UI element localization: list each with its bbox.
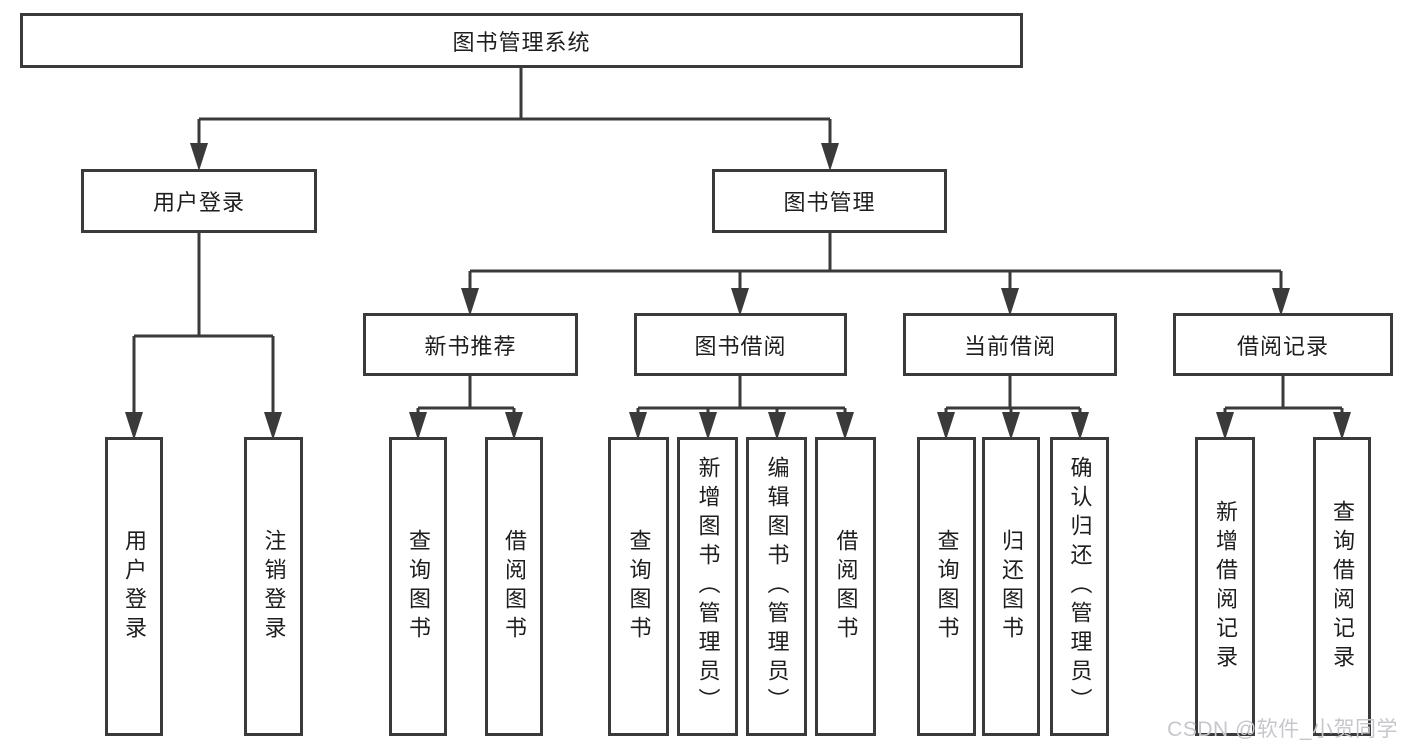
connector-borrowing-records [1223, 376, 1344, 414]
node-new-book-recommend-label: 新书推荐 [424, 333, 517, 359]
connector-book-borrowing [636, 376, 847, 414]
leaf-logout: 注销登录 [244, 437, 303, 736]
leaf-query-books-borrowing-label: 查询图书 [626, 528, 652, 645]
arrow-icon [1216, 412, 1234, 440]
leaf-add-borrow-record: 新增借阅记录 [1195, 437, 1255, 736]
connector-book-management [468, 233, 1283, 290]
leaf-query-books-borrowing: 查询图书 [608, 437, 669, 736]
arrow-icon [1272, 288, 1290, 316]
leaf-logout-label: 注销登录 [261, 528, 287, 645]
watermark: CSDN @软件_小贺同学 [1167, 718, 1398, 741]
leaf-borrow-books-recommend: 借阅图书 [485, 437, 543, 736]
connector-user-login [132, 233, 275, 414]
leaf-query-borrow-record-label: 查询借阅记录 [1330, 499, 1355, 674]
node-new-book-recommend: 新书推荐 [363, 313, 578, 376]
leaf-confirm-return-admin-label: 确认归还（管理员） [1067, 456, 1093, 717]
arrow-icon [461, 288, 479, 316]
arrow-icon [409, 412, 427, 440]
node-book-management-label: 图书管理 [783, 190, 876, 215]
node-user-login-label: 用户登录 [152, 190, 245, 215]
leaf-query-books-current: 查询图书 [917, 437, 976, 736]
arrow-icon [821, 143, 839, 171]
leaf-add-book-admin: 新增图书（管理员） [677, 437, 738, 736]
node-user-login: 用户登录 [81, 169, 317, 233]
connector-current-borrowing [944, 376, 1082, 414]
node-current-borrowing: 当前借阅 [903, 313, 1117, 376]
arrow-icon [768, 412, 786, 440]
node-current-borrowing-label: 当前借阅 [963, 333, 1056, 359]
arrow-icon [1001, 288, 1019, 316]
arrow-icon [836, 412, 854, 440]
arrow-icon [1333, 412, 1351, 440]
leaf-add-borrow-record-label: 新增借阅记录 [1213, 499, 1238, 674]
leaf-query-books-current-label: 查询图书 [934, 528, 960, 645]
node-book-borrowing-label: 图书借阅 [694, 333, 787, 359]
arrow-icon [264, 412, 282, 440]
leaf-add-book-admin-label: 新增图书（管理员） [695, 456, 721, 717]
leaf-return-books-label: 归还图书 [999, 528, 1024, 645]
leaf-borrow-books-borrowing-label: 借阅图书 [833, 528, 859, 645]
arrow-icon [125, 412, 143, 440]
leaf-borrow-books-recommend-label: 借阅图书 [502, 528, 527, 645]
node-root: 图书管理系统 [20, 13, 1023, 68]
arrow-icon [629, 412, 647, 440]
leaf-query-borrow-record: 查询借阅记录 [1313, 437, 1371, 736]
leaf-borrow-books-borrowing: 借阅图书 [815, 437, 876, 736]
arrow-icon [699, 412, 717, 440]
node-borrowing-records: 借阅记录 [1173, 313, 1393, 376]
node-book-management: 图书管理 [712, 169, 947, 233]
node-root-label: 图书管理系统 [452, 29, 591, 55]
leaf-query-books-recommend-label: 查询图书 [406, 528, 431, 645]
connector-root [197, 68, 832, 145]
leaf-edit-book-admin: 编辑图书（管理员） [746, 437, 807, 736]
arrow-icon [1002, 412, 1020, 440]
connector-new-book-recommend [416, 376, 516, 414]
leaf-edit-book-admin-label: 编辑图书（管理员） [764, 456, 790, 717]
node-borrowing-records-label: 借阅记录 [1236, 333, 1329, 359]
leaf-confirm-return-admin: 确认归还（管理员） [1050, 437, 1109, 736]
leaf-user-login-label: 用户登录 [122, 528, 147, 645]
leaf-query-books-recommend: 查询图书 [389, 437, 447, 736]
node-book-borrowing: 图书借阅 [634, 313, 847, 376]
leaf-user-login: 用户登录 [105, 437, 163, 736]
arrow-icon [731, 288, 749, 316]
arrow-icon [1071, 412, 1089, 440]
arrow-icon [505, 412, 523, 440]
leaf-return-books: 归还图书 [982, 437, 1040, 736]
arrow-icon [937, 412, 955, 440]
arrow-icon [190, 143, 208, 171]
